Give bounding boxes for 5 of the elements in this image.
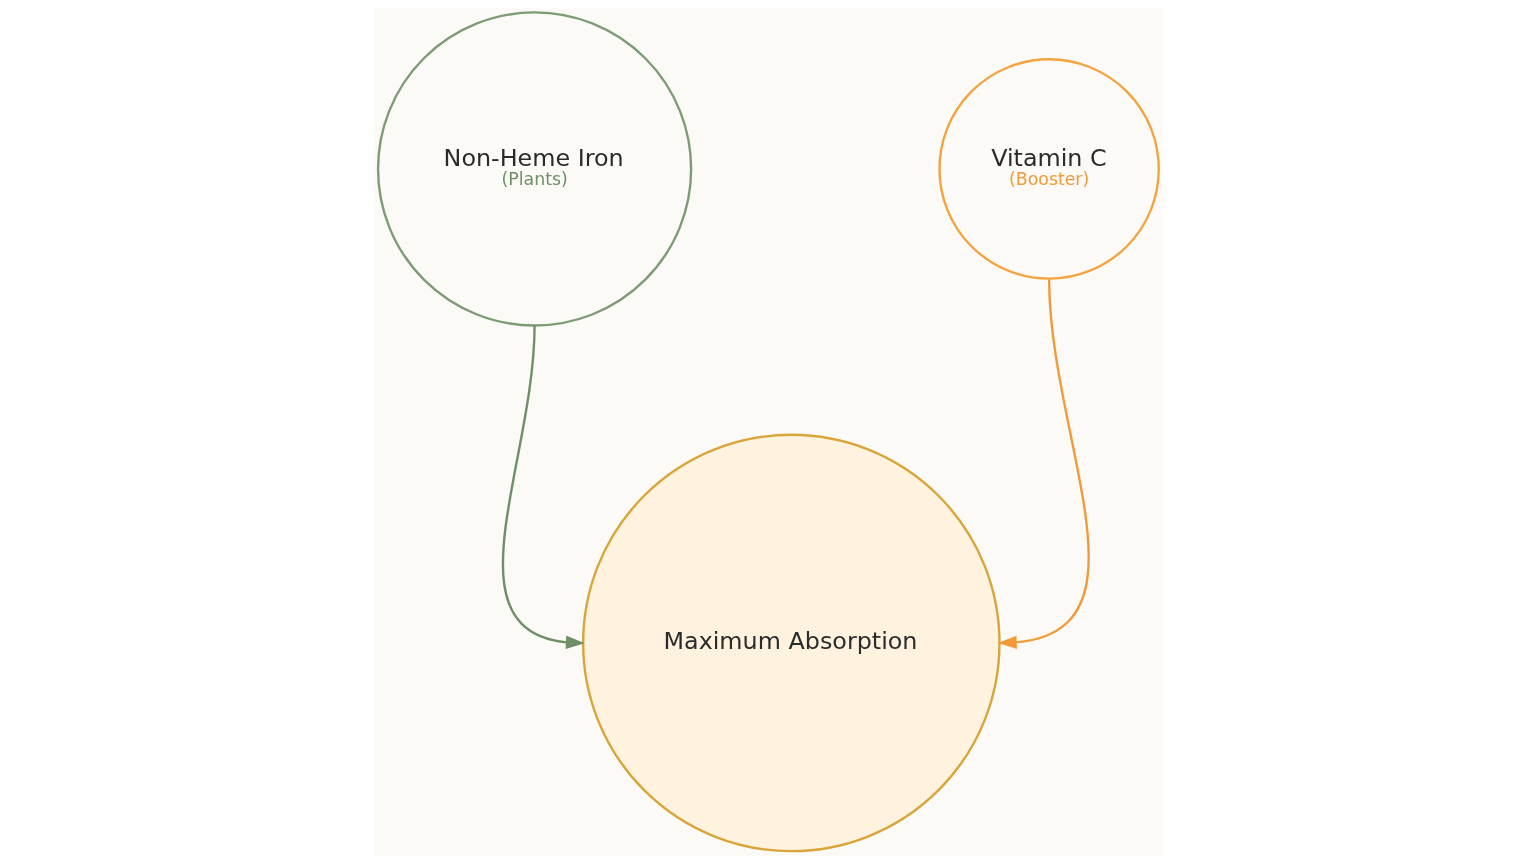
node-circle: Vitamin C (Booster) — [937, 58, 1160, 280]
arrow — [997, 279, 1090, 649]
node-circle: Non-Heme Iron (Plants) — [376, 11, 692, 327]
node-circle: Maximum Absorption — [581, 433, 1001, 853]
arrow — [501, 325, 585, 649]
